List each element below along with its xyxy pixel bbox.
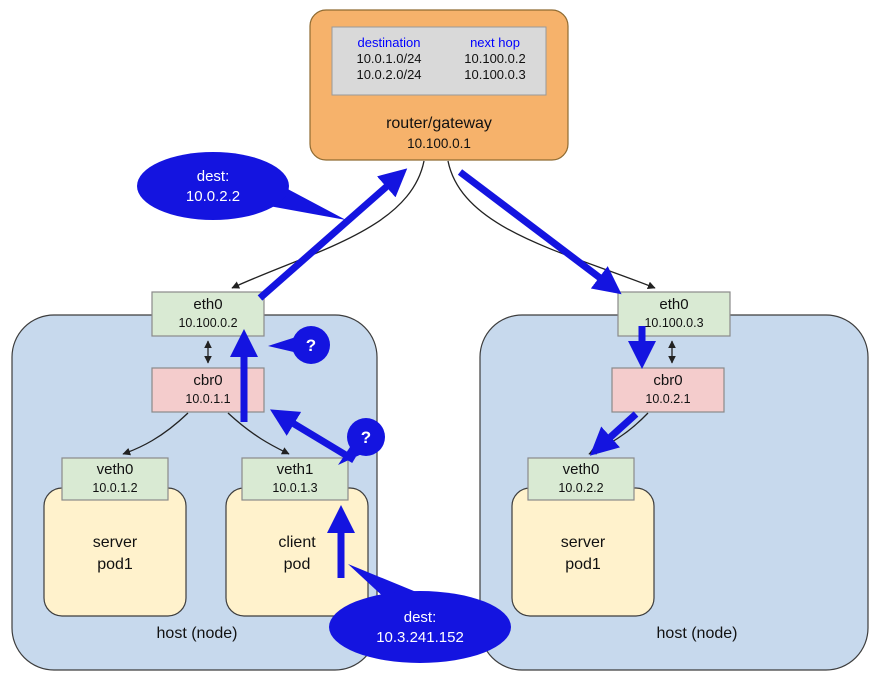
callout-question-veth1: ? <box>338 418 385 465</box>
callout-dest-router-line2: 10.0.2.2 <box>186 188 240 205</box>
callout-question-veth1-bubble <box>347 418 385 456</box>
link-router-to-right-eth0 <box>447 160 656 289</box>
right-cbr0-box <box>611 367 725 413</box>
link-left-cbr0-veth0 <box>122 412 189 456</box>
callout-dest-router-bubble <box>137 152 289 220</box>
left-eth0-ip: 10.100.0.2 <box>178 316 237 330</box>
callout-dest-service-line2: 10.3.241.152 <box>376 629 464 646</box>
left-veth0-box <box>61 457 169 501</box>
routing-table-row1-destination: 10.0.1.0/24 <box>356 51 421 66</box>
router-label: router/gateway <box>386 115 492 132</box>
flow-arrow-veth1-to-cbr0 <box>270 409 356 463</box>
callout-dest-service: dest: 10.3.241.152 <box>329 564 511 663</box>
left-server-pod-label-1: server <box>93 534 138 551</box>
routing-table-row1-nexthop: 10.100.0.2 <box>464 51 525 66</box>
left-cbr0-ip: 10.0.1.1 <box>185 392 230 406</box>
callout-question-eth0-tail <box>268 337 298 353</box>
callout-question-eth0: ? <box>268 326 330 364</box>
left-server-pod-label-2: pod1 <box>97 556 133 573</box>
right-veth0-ip: 10.0.2.2 <box>558 481 603 495</box>
callout-dest-router-line1: dest: <box>197 168 230 185</box>
right-cbr0-ip: 10.0.2.1 <box>645 392 690 406</box>
right-eth0-name: eth0 <box>659 296 688 313</box>
right-cbr0-name: cbr0 <box>653 372 682 389</box>
right-host-label: host (node) <box>657 625 738 642</box>
left-host-label: host (node) <box>157 625 238 642</box>
client-pod-label-1: client <box>278 534 316 551</box>
left-veth1-ip: 10.0.1.3 <box>272 481 317 495</box>
flow-arrow-eth0-to-router <box>257 168 408 301</box>
left-eth0-box <box>151 291 265 337</box>
callout-dest-service-line1: dest: <box>404 609 437 626</box>
routing-table-header-nexthop: next hop <box>470 35 520 50</box>
routing-table <box>331 26 547 96</box>
callout-dest-router: dest: 10.0.2.2 <box>137 152 346 220</box>
left-veth1-name: veth1 <box>277 461 314 478</box>
callout-dest-service-bubble <box>329 591 511 663</box>
left-veth0-name: veth0 <box>97 461 134 478</box>
right-server-pod-label-2: pod1 <box>565 556 601 573</box>
left-eth0-name: eth0 <box>193 296 222 313</box>
right-veth0-name: veth0 <box>563 461 600 478</box>
callout-question-eth0-bubble <box>292 326 330 364</box>
right-server-pod-label-1: server <box>561 534 606 551</box>
flow-arrow-right-cbr0-to-veth0 <box>589 411 639 456</box>
left-veth0-ip: 10.0.1.2 <box>92 481 137 495</box>
link-router-to-left-eth0 <box>231 160 425 289</box>
right-eth0-ip: 10.100.0.3 <box>644 316 703 330</box>
callout-question-veth1-text: ? <box>361 428 371 447</box>
right-veth0-box <box>527 457 635 501</box>
link-left-cbr0-veth1 <box>227 412 290 455</box>
client-pod-box <box>225 487 369 617</box>
routing-table-row2-destination: 10.0.2.0/24 <box>356 67 421 82</box>
right-eth0-box <box>617 291 731 337</box>
right-server-pod-box <box>511 487 655 617</box>
routing-table-row2-nexthop: 10.100.0.3 <box>464 67 525 82</box>
flow-arrow-router-to-right-eth0 <box>457 169 622 295</box>
router-ip: 10.100.0.1 <box>407 136 471 151</box>
callout-question-eth0-text: ? <box>306 336 316 355</box>
routing-table-header-destination: destination <box>358 35 421 50</box>
left-veth1-box <box>241 457 349 501</box>
client-pod-label-2: pod <box>284 556 311 573</box>
left-server-pod-box <box>43 487 187 617</box>
left-cbr0-name: cbr0 <box>193 372 222 389</box>
